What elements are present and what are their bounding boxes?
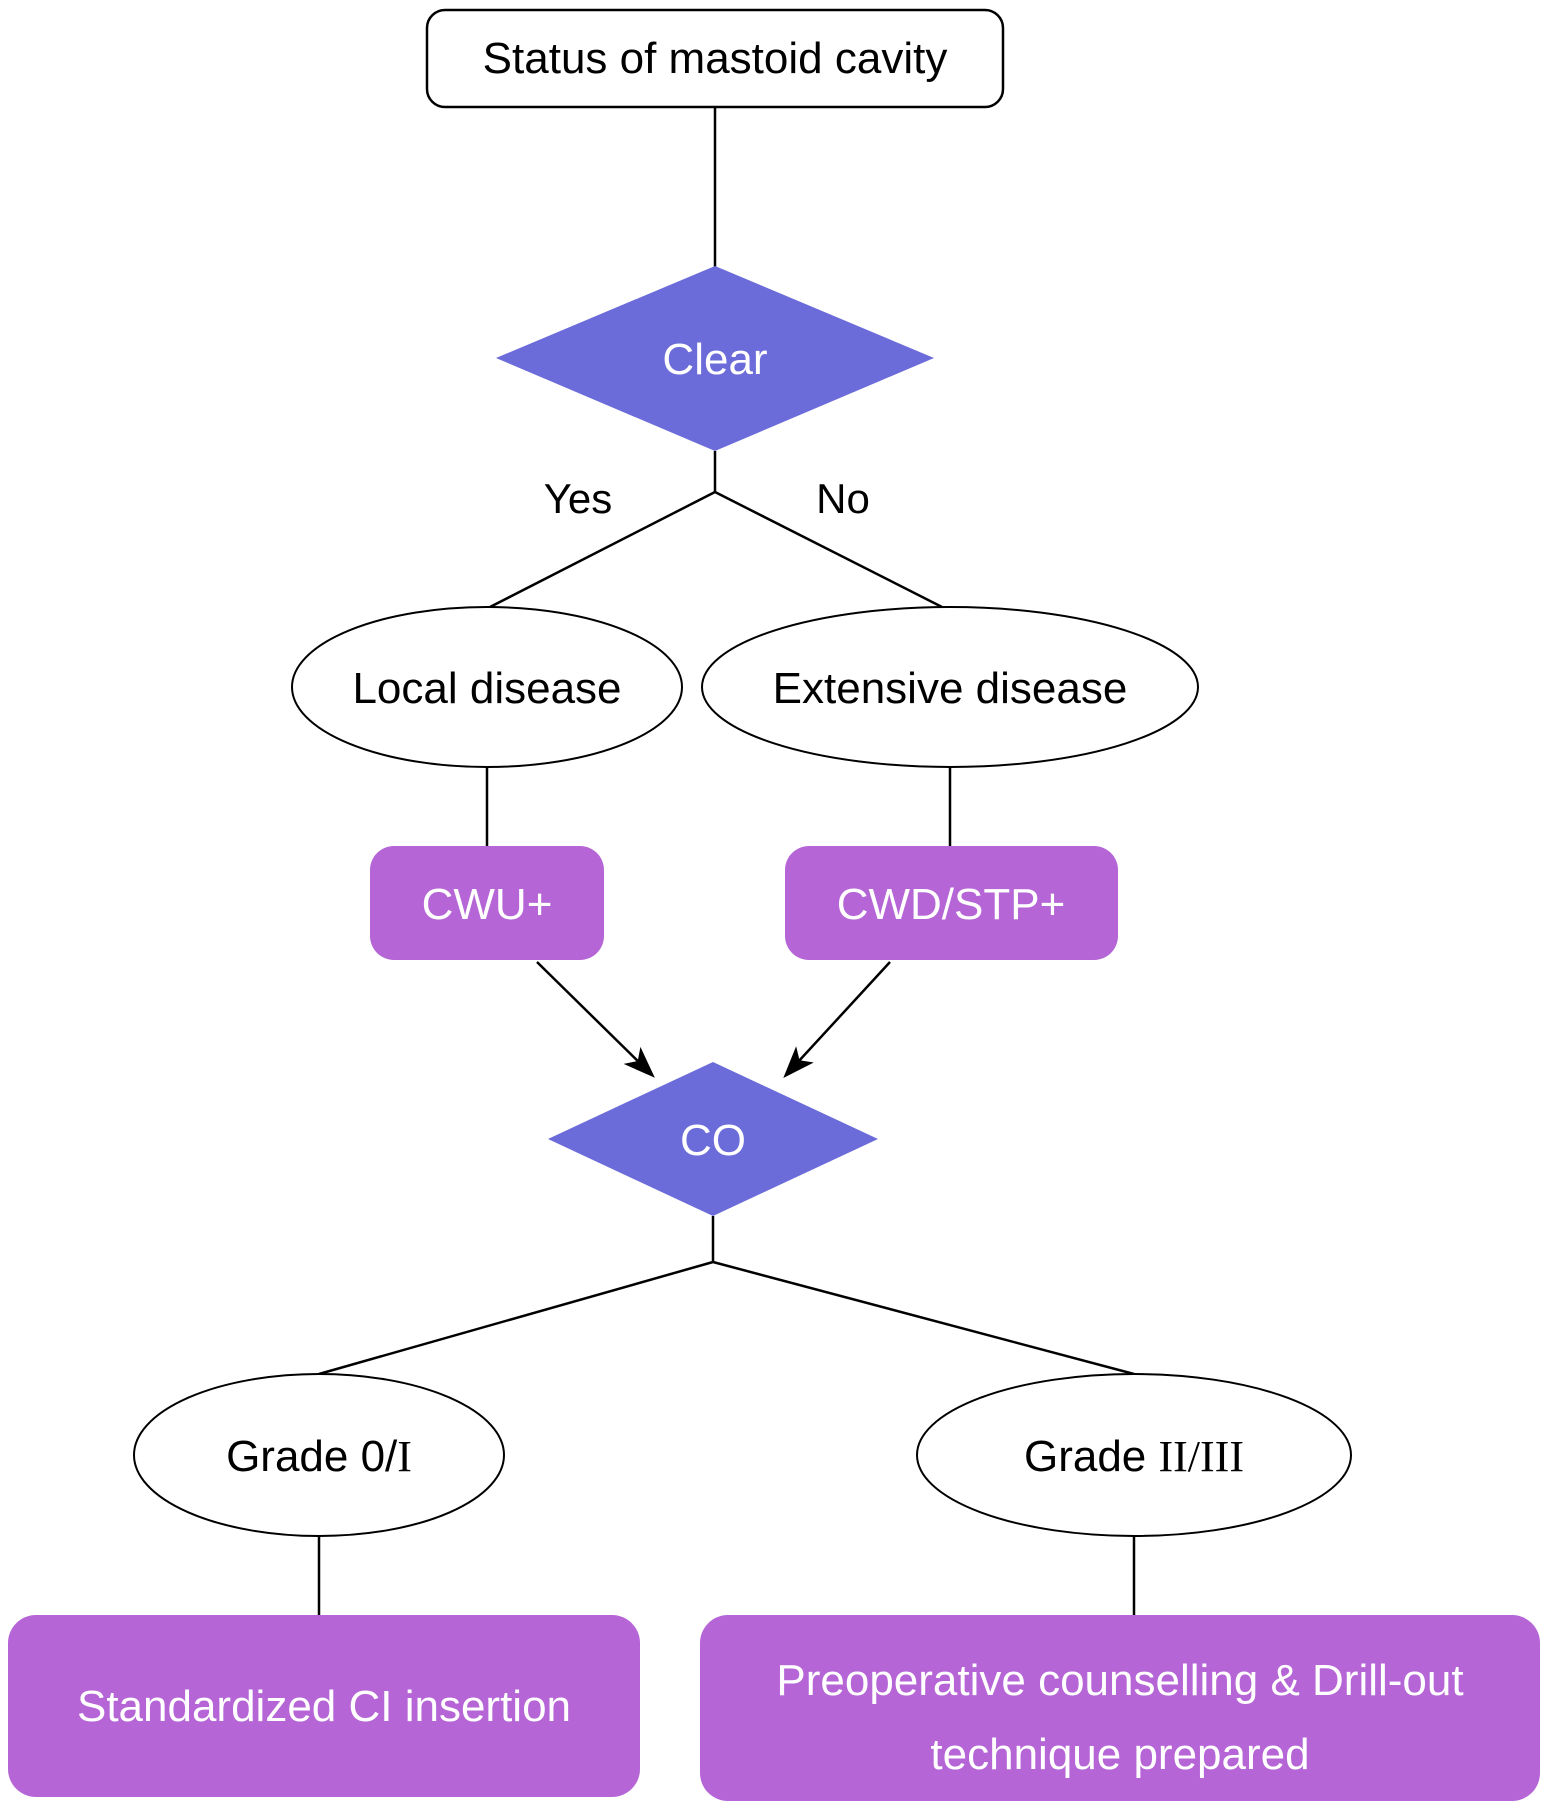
grade-0-1-label-prefix: Grade 0/	[226, 1432, 398, 1481]
preop-action-box	[700, 1615, 1540, 1801]
local-disease-ellipse	[291, 606, 683, 768]
grade-2-3-ellipse	[916, 1373, 1352, 1537]
start-node-shape	[425, 8, 1005, 109]
preop-label-line2: technique prepared	[930, 1730, 1309, 1779]
grade-0-1-label: Grade 0/I	[226, 1432, 412, 1481]
start-node-label: Status of mastoid cavity	[483, 34, 948, 83]
grade-2-3-label: Grade II/III	[1024, 1432, 1244, 1481]
preop-label-line1: Preoperative counselling & Drill-out	[776, 1656, 1463, 1705]
cwd-stp-action-box	[785, 846, 1118, 960]
co-decision-label: CO	[680, 1116, 746, 1165]
edge-label-no: No	[816, 475, 870, 522]
standardized-ci-action-box	[8, 1615, 640, 1797]
arrow-cwu-to-co	[536, 961, 655, 1078]
connector-co-branches	[318, 1216, 1135, 1376]
extensive-disease-label: Extensive disease	[773, 664, 1128, 713]
cwd-stp-action-label: CWD/STP+	[837, 880, 1066, 929]
edge-label-yes: Yes	[544, 475, 613, 522]
extensive-disease-ellipse	[701, 606, 1199, 768]
co-decision-diamond	[548, 1062, 878, 1216]
grade-0-1-ellipse	[133, 1373, 505, 1537]
standardized-ci-label: Standardized CI insertion	[77, 1682, 571, 1731]
grade-2-3-label-prefix: Grade	[1024, 1432, 1159, 1481]
arrow-cwd-to-co	[783, 961, 891, 1078]
local-disease-label: Local disease	[352, 664, 621, 713]
grade-0-1-label-numerals: I	[397, 1432, 412, 1481]
clear-decision-label: Clear	[662, 335, 767, 384]
cwu-action-label: CWU+	[422, 880, 553, 929]
connector-clear-branches	[489, 451, 943, 609]
grade-2-3-label-numerals: II/III	[1159, 1432, 1245, 1481]
cwu-action-box	[370, 846, 604, 960]
clear-decision-diamond	[496, 266, 934, 451]
